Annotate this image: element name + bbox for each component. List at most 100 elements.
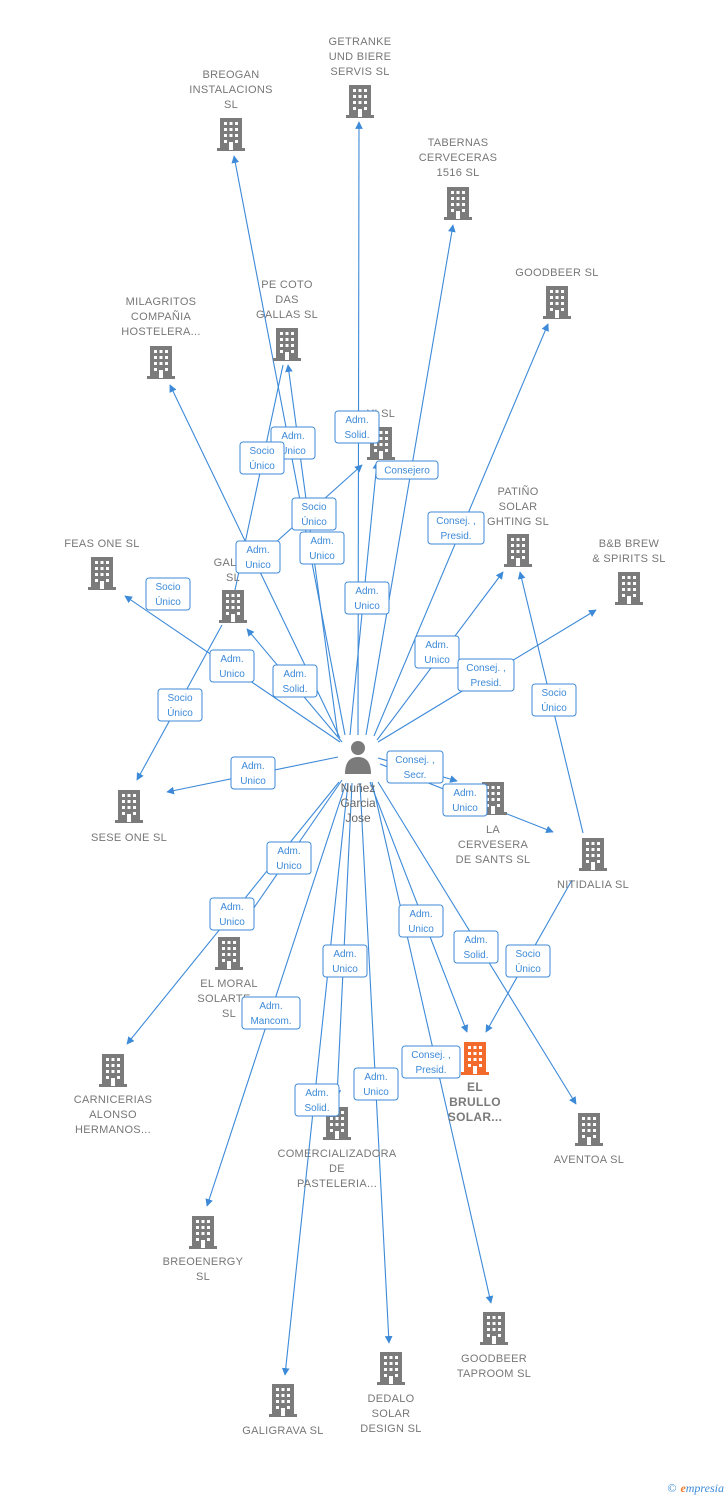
company-label-line: SL [226,572,240,584]
company-node-comercializadora[interactable]: COMERCIALIZADORADEPASTELERIA... [277,1107,397,1190]
company-node-bb[interactable]: B&B BREW& SPIRITS SL [592,538,665,605]
company-node-sese[interactable]: SESE ONE SL [91,790,167,844]
relation-label-r12[interactable]: Consej. ,Presid. [457,658,515,692]
relation-label-r4[interactable]: Consejero [375,460,439,480]
company-label-line: SOLAR [499,501,538,513]
relation-text-line: Consej. , [411,1050,450,1061]
relation-text-line: Adm. [277,846,300,857]
relation-label-r8[interactable]: Adm.Unico [235,540,281,574]
relation-label-r6[interactable]: Adm.Unico [414,635,460,669]
brand-logo-text: mpresia [685,1481,724,1495]
company-label-line: CARNICERIAS [74,1094,152,1106]
company-label-line: CERVESERA [458,839,529,851]
relation-box [230,756,276,790]
company-label-line: SOLAR... [448,1110,502,1124]
company-node-goodbeer[interactable]: GOODBEER SL [515,267,598,319]
relation-label-r13[interactable]: Adm.Unico [209,649,255,683]
relation-label-r20[interactable]: Adm.Unico [230,756,276,790]
company-node-feas[interactable]: FEAS ONE SL [64,538,139,590]
company-label-line: GALLAS SL [256,309,318,321]
relation-label-r11[interactable]: Adm.Unico [344,581,390,615]
relation-text-line: Único [167,706,193,719]
relation-text-line: Secr. [404,770,427,781]
relation-label-r27[interactable]: Consej. ,Presid. [401,1045,461,1079]
company-label-line: BRULLO [449,1095,501,1109]
relation-box [209,649,255,683]
relation-label-r9[interactable]: Adm.Unico [299,531,345,565]
relation-box [386,750,444,784]
relation-label-r19[interactable]: Adm.Unico [442,783,488,817]
company-label-line: GOODBEER [461,1353,527,1365]
relation-box [505,944,551,978]
company-node-brullo[interactable]: ELBRULLOSOLAR... [448,1042,502,1124]
relation-text-line: Adm. [364,1072,387,1083]
company-node-taproom[interactable]: GOODBEER TAPROOM SL [457,1312,531,1380]
relation-label-r7[interactable]: Consej. ,Presid. [427,511,485,545]
relation-label-r22[interactable]: Adm.Unico [209,897,255,931]
building-icon [543,286,571,319]
relation-box [401,1045,461,1079]
company-label-line: 1516 SL [436,167,479,179]
relation-box [209,897,255,931]
relation-label-r18[interactable]: Consej. ,Secr. [386,750,444,784]
relation-text-line: Unico [408,924,434,935]
relation-box [427,511,485,545]
building-icon [219,590,247,623]
company-node-galigrava[interactable]: GALIGRAVA SL [242,1384,323,1437]
company-label-line: TABERNAS [428,137,489,149]
company-label-line: GALIGRAVA SL [242,1425,323,1437]
relation-box [145,577,191,611]
company-node-nitidalia[interactable]: NITIDALIA SL [557,838,629,891]
building-icon [115,790,143,823]
relation-label-r14[interactable]: Adm.Solid. [272,664,318,698]
relation-label-r21[interactable]: Adm.Unico [266,841,312,875]
relation-box [375,460,439,480]
company-node-aventoa[interactable]: AVENTOA SL [554,1113,624,1166]
relation-text-line: Solid. [344,430,369,441]
company-node-milagritos[interactable]: MILAGRITOSCOMPAÑIAHOSTELERA... [121,296,200,379]
relation-label-r25[interactable]: Adm.Unico [398,904,444,938]
relation-text-line: Mancom. [250,1016,291,1027]
relation-text-line: Consej. , [466,663,505,674]
relation-box [344,581,390,615]
company-label-line: SL [222,1008,236,1020]
company-label-line: NITIDALIA SL [557,879,629,891]
company-label-line: DESIGN SL [360,1423,421,1435]
relation-label-r29[interactable]: Adm.Solid. [294,1083,340,1117]
relation-text-line: Adm. [345,415,368,426]
relation-text-line: Unico [452,803,478,814]
relation-label-r23[interactable]: Adm.Solid. [453,930,499,964]
relation-text-line: Socio [167,693,192,704]
relation-label-r26[interactable]: Adm.Mancom. [241,996,301,1030]
relation-label-r17[interactable]: Adm.Unico [353,1067,399,1101]
relation-text-line: Socio [541,688,566,699]
building-icon [217,118,245,151]
building-icon [377,1352,405,1385]
relation-text-line: Consejero [384,466,430,477]
relation-label-r3[interactable]: Adm. Solid. [334,410,380,444]
company-label-line: TAPROOM SL [457,1368,531,1380]
relation-box [457,658,515,692]
company-node-carnicerias[interactable]: CARNICERIASALONSOHERMANOS... [74,1054,152,1136]
company-label-line: GHTING SL [487,516,549,528]
relation-text-line: Consej. , [436,516,475,527]
relation-text-line: Adm. [246,545,269,556]
relation-text-line: Único [301,515,327,528]
relation-label-r28[interactable]: Adm.Unico [322,944,368,978]
